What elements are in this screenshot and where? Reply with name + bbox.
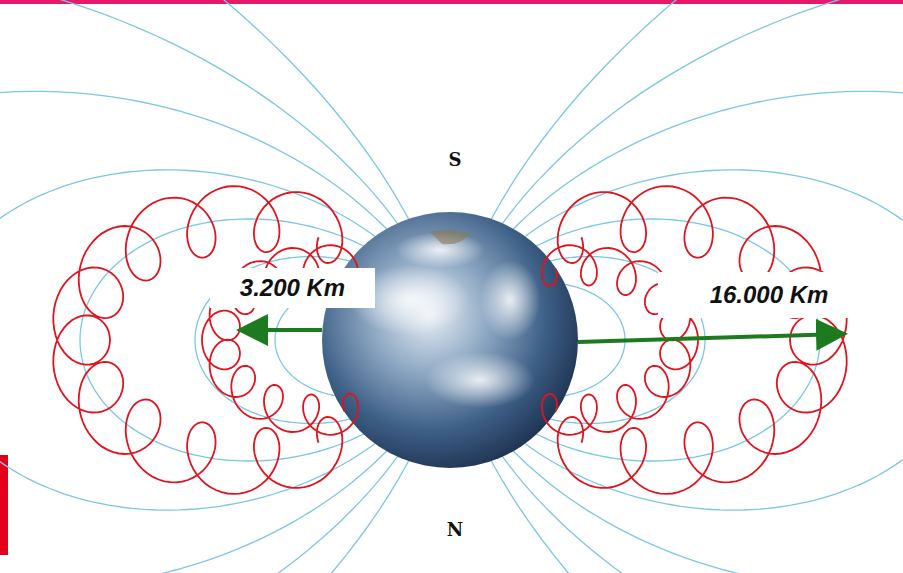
pole-label: S	[447, 150, 464, 170]
particle-spiral	[558, 186, 847, 494]
particle-spiral	[53, 186, 342, 494]
field-line	[0, 0, 410, 573]
distance-label: 16.000 Km	[658, 272, 880, 318]
distance-arrow	[244, 328, 322, 332]
pole-label: N	[445, 520, 465, 540]
particle-spirals	[53, 186, 846, 494]
earth	[322, 212, 578, 468]
side-bar	[0, 455, 8, 555]
top-bar	[0, 0, 903, 4]
distance-label: 3.200 Km	[210, 268, 375, 308]
distance-arrow	[578, 334, 840, 342]
field-line	[0, 0, 419, 573]
